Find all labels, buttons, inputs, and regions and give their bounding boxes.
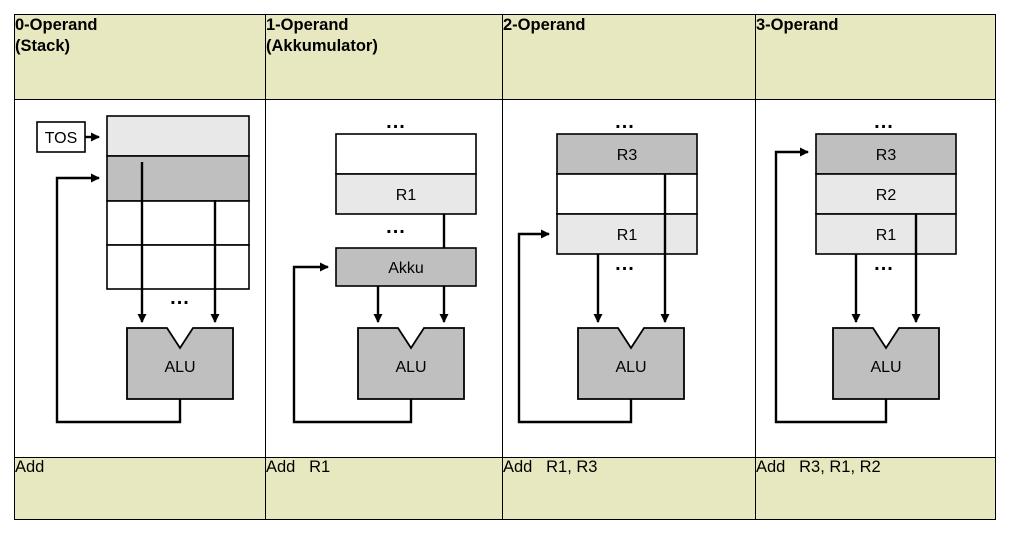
register-row-0 — [556, 133, 698, 175]
header-line-2: (Stack) — [15, 37, 71, 56]
alu-label: ALU — [164, 359, 195, 376]
alu-label: ALU — [615, 359, 646, 376]
stack-row-1 — [106, 155, 250, 202]
register-row-2-label: R1 — [617, 227, 638, 244]
diagram-cell-3-operand: ... R3 R2 R1 ... — [755, 99, 996, 458]
ellipsis-bottom: ... — [615, 253, 635, 275]
ellipsis-bottom: ... — [874, 253, 894, 275]
alu-shape — [126, 327, 234, 400]
register-file-cells: R1 — [335, 133, 477, 215]
tos-pointer: TOS — [36, 121, 100, 153]
alu-unit: ALU — [357, 327, 465, 400]
register-row-2-label: R1 — [876, 227, 897, 244]
alu-unit: ALU — [126, 327, 234, 400]
register-row-2 — [556, 213, 698, 255]
alu-unit: ALU — [832, 327, 940, 400]
instruction-cell-0-operand: Add — [14, 457, 266, 520]
register-row-0 — [815, 133, 957, 175]
ellipsis-top: ... — [615, 111, 635, 133]
ellipsis-bottom: ... — [386, 216, 406, 238]
diagram-cell-1-operand: ... R1 ... Akku — [265, 99, 503, 458]
accumulator-register: Akku — [335, 247, 477, 287]
table-diagram-row: TOS ... ALU — [14, 99, 996, 458]
operand-flow-arrows — [851, 214, 921, 323]
alu-writeback-arrow — [55, 173, 182, 424]
stack-row-3 — [106, 244, 250, 290]
operand-flow-arrows — [593, 174, 670, 323]
header-line-1: 0-Operand — [15, 16, 98, 34]
header-line-1: 1-Operand — [266, 16, 349, 34]
akku-label: Akku — [388, 260, 424, 277]
alu-writeback-arrow — [292, 262, 413, 424]
three-operand-machine-diagram: ... R3 R2 R1 ... — [774, 111, 957, 424]
header-cell-0-operand: 0-Operand (Stack) — [14, 14, 266, 100]
alu-label: ALU — [395, 359, 426, 376]
diagram-cell-0-operand: TOS ... ALU — [14, 99, 266, 458]
header-cell-2-operand: 2-Operand — [502, 14, 756, 100]
ellipsis-bottom: ... — [170, 287, 190, 309]
ellipsis-top: ... — [874, 111, 894, 133]
header-line-2: (Akkumulator) — [266, 37, 378, 56]
alu-writeback-arrow — [774, 147, 888, 424]
register-row-1 — [556, 173, 698, 215]
table-header-row: 0-Operand (Stack) 1-Operand (Akkumulator… — [14, 14, 996, 100]
register-file-cells: R3 R2 R1 — [815, 133, 957, 255]
diagram-cell-2-operand: ... R3 R1 ... — [502, 99, 756, 458]
register-row-1 — [815, 173, 957, 215]
stack-machine-diagram: TOS ... ALU — [36, 115, 250, 424]
register-row-0-label: R3 — [617, 147, 638, 164]
alu-shape — [357, 327, 465, 400]
alu-label: ALU — [870, 359, 901, 376]
instruction-cell-1-operand: Add R1 — [265, 457, 503, 520]
accumulator-machine-diagram: ... R1 ... Akku — [292, 111, 477, 424]
register-file-cells: R3 R1 — [556, 133, 698, 255]
operand-formats-table: 0-Operand (Stack) 1-Operand (Akkumulator… — [14, 14, 996, 520]
akku-box — [335, 247, 477, 287]
instruction-cell-3-operand: Add R3, R1, R2 — [755, 457, 996, 520]
header-cell-3-operand: 3-Operand — [755, 14, 996, 100]
tos-label: TOS — [45, 130, 78, 147]
register-row-0 — [335, 133, 477, 175]
register-row-1-label: R1 — [396, 187, 417, 204]
header-line-1: 3-Operand — [756, 16, 839, 34]
register-row-0-label: R3 — [876, 147, 897, 164]
register-row-2 — [815, 213, 957, 255]
stack-row-2 — [106, 200, 250, 246]
header-cell-1-operand: 1-Operand (Akkumulator) — [265, 14, 503, 100]
alu-shape — [832, 327, 940, 400]
header-line-1: 2-Operand — [503, 16, 586, 34]
instruction-cell-2-operand: Add R1, R3 — [502, 457, 756, 520]
operand-flow-arrows — [137, 162, 220, 323]
alu-unit: ALU — [577, 327, 685, 400]
register-row-1-label: R2 — [876, 187, 897, 204]
alu-shape — [577, 327, 685, 400]
stack-cells — [106, 115, 250, 290]
table-instruction-row: Add Add R1 Add R1, R3 Add R3, R1, R2 — [14, 457, 996, 520]
two-operand-machine-diagram: ... R3 R1 ... — [517, 111, 698, 424]
ellipsis-top: ... — [386, 111, 406, 133]
stack-row-0 — [106, 115, 250, 157]
alu-writeback-arrow — [517, 229, 633, 424]
register-row-1 — [335, 173, 477, 215]
